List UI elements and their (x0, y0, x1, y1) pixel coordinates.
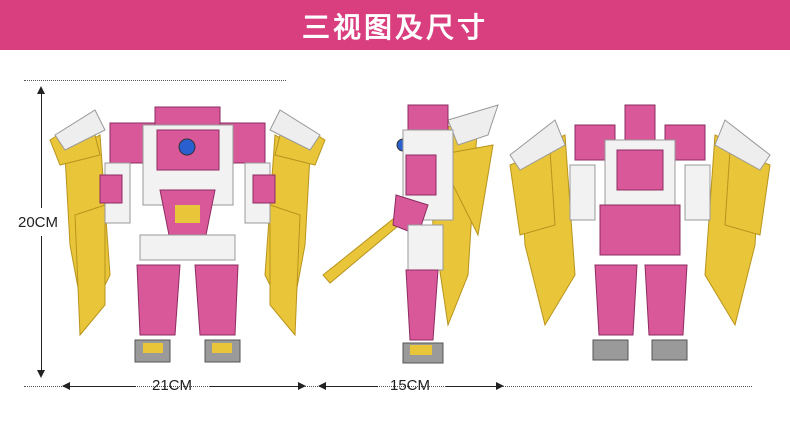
width-label: 21CM (152, 377, 193, 394)
robot-side-view (322, 104, 499, 364)
header-banner: 三视图及尺寸 (0, 0, 790, 50)
depth-label: 15CM (390, 377, 431, 394)
height-label: 20CM (18, 214, 59, 231)
robot-front-view (49, 106, 326, 363)
robot-back-view (509, 104, 771, 361)
page-title: 三视图及尺寸 (301, 11, 488, 44)
top-reference-line (24, 80, 286, 81)
bottom-reference-line (24, 386, 752, 387)
